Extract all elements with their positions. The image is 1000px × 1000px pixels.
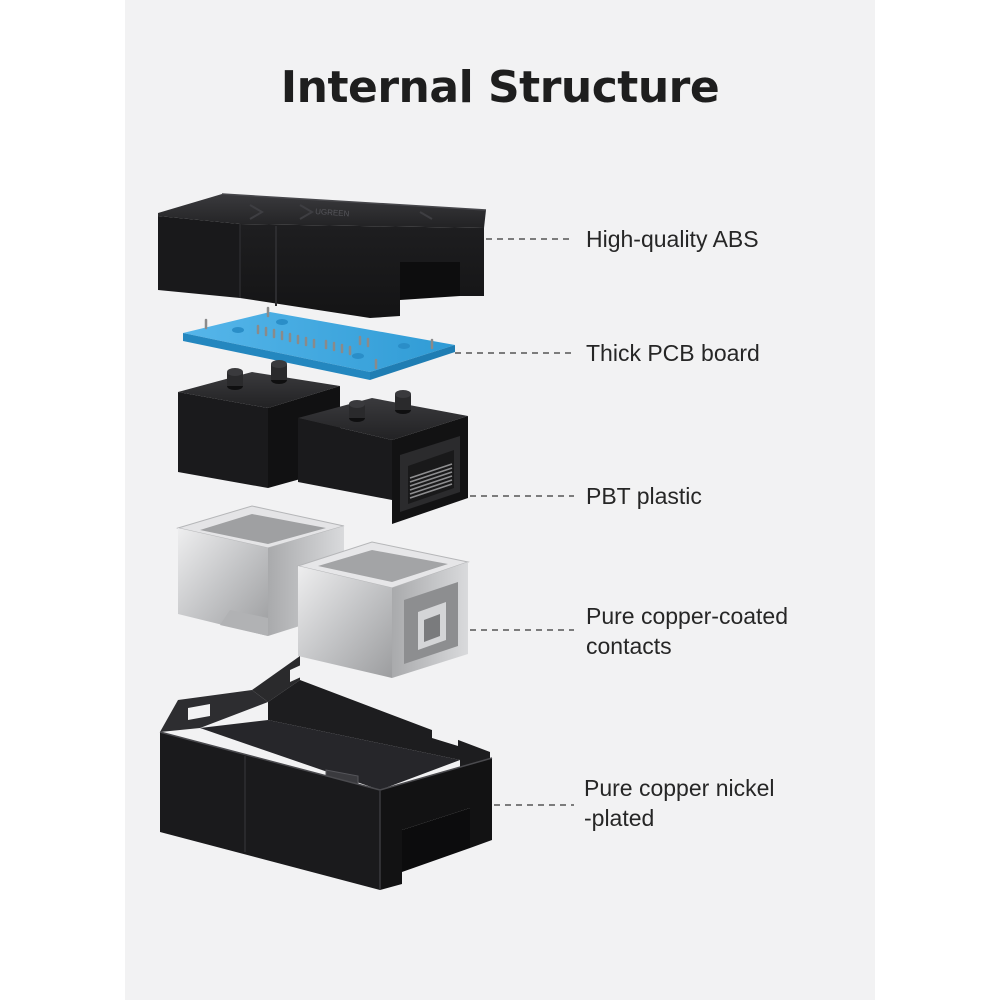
label-pbt-plastic: PBT plastic bbox=[586, 483, 702, 509]
pcb-board-part bbox=[183, 306, 455, 380]
label-nickel-shell: Pure copper nickel -plated bbox=[584, 775, 775, 831]
label-pcb-board: Thick PCB board bbox=[586, 340, 760, 366]
label-abs-shell: High-quality ABS bbox=[586, 226, 759, 252]
label-copper-contacts: Pure copper-coated contacts bbox=[586, 603, 789, 659]
nickel-plated-bottom-shell bbox=[159, 656, 493, 890]
copper-contact-shields bbox=[176, 505, 470, 678]
abs-top-cover: UGREEN bbox=[158, 193, 487, 318]
pbt-plastic-blocks bbox=[178, 360, 468, 524]
page-title: Internal Structure bbox=[280, 62, 720, 113]
brand-logo-text: UGREEN bbox=[315, 207, 350, 218]
